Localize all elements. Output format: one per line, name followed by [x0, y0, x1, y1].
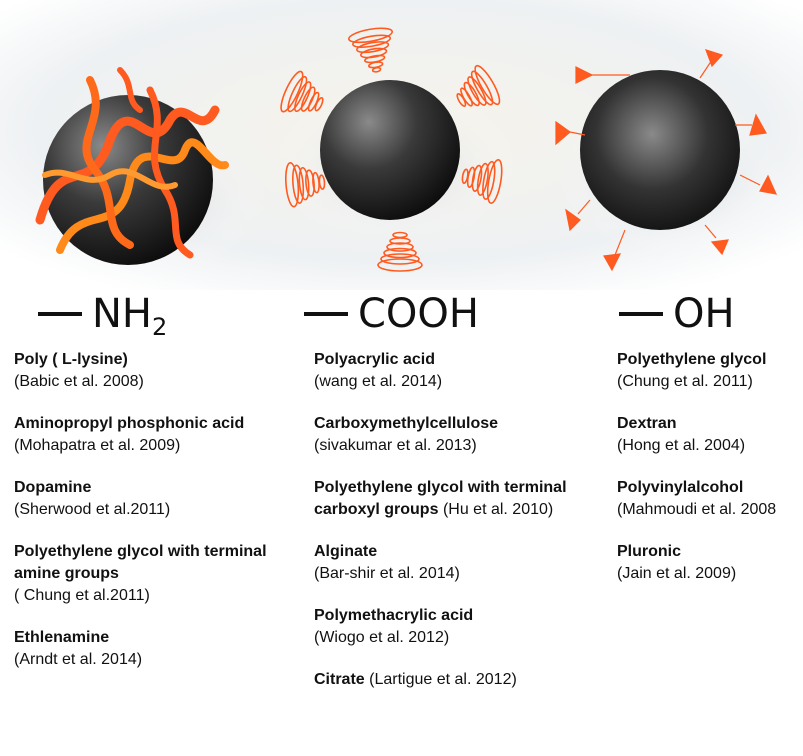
citation: (sivakumar et al. 2013)	[314, 437, 477, 454]
bond-dash	[619, 312, 663, 316]
bond-dash	[38, 312, 82, 316]
polymer-name: Citrate	[314, 671, 365, 688]
citation: (Arndt et al. 2014)	[14, 651, 143, 668]
polymer-name: Polyvinylalcohol	[617, 479, 744, 496]
polymer-name: Poly ( L-lysine)	[14, 351, 128, 368]
citation: (Wiogo et al. 2012)	[314, 629, 450, 646]
heading-main: OH	[673, 291, 735, 337]
citation: (Chung et al. 2011)	[617, 373, 753, 390]
citation: (Sherwood et al.2011)	[14, 501, 171, 518]
cooh-polymer-list: Polyacrylic acid (wang et al. 2014) Carb…	[314, 349, 594, 711]
polymer-coils	[280, 27, 503, 272]
list-item: Polymethacrylic acid (Wiogo et al. 2012)	[314, 605, 594, 649]
citation: (Lartigue et al. 2012)	[369, 671, 517, 688]
polymer-name: Aminopropyl phosphonic acid	[14, 415, 245, 432]
list-item: Citrate (Lartigue et al. 2012)	[314, 669, 594, 691]
list-item: Dextran (Hong et al. 2004)	[617, 413, 803, 457]
nh2-particle	[30, 67, 270, 270]
list-item: Polyethylene glycol with terminal carbox…	[314, 477, 594, 521]
polymer-ribbons	[35, 67, 229, 259]
citation: ( Chung et al.2011)	[14, 587, 150, 604]
heading-main: COOH	[358, 291, 479, 337]
oh-polymer-list: Polyethylene glycol (Chung et al. 2011) …	[617, 349, 803, 605]
list-item: Pluronic (Jain et al. 2009)	[617, 541, 803, 585]
list-item: Alginate (Bar-shir et al. 2014)	[314, 541, 594, 585]
polymer-name: Polyethylene glycol with terminal carbox…	[314, 479, 567, 518]
citation: (wang et al. 2014)	[314, 373, 443, 390]
list-item: Carboxymethylcellulose (sivakumar et al.…	[314, 413, 594, 457]
polymer-name: Pluronic	[617, 543, 682, 560]
list-item: Dopamine (Sherwood et al.2011)	[14, 477, 299, 521]
nh2-polymer-list: Poly ( L-lysine) (Babic et al. 2008) Ami…	[14, 349, 299, 691]
list-item: Polyethylene glycol (Chung et al. 2011)	[617, 349, 803, 393]
bond-dash	[304, 312, 348, 316]
citation: (Babic et al. 2008)	[14, 373, 144, 390]
polymer-name: Dextran	[617, 415, 677, 432]
citation: (Hong et al. 2004)	[617, 437, 746, 454]
polymer-name: Alginate	[314, 543, 378, 560]
list-item: Aminopropyl phosphonic acid (Mohapatra e…	[14, 413, 299, 457]
list-item: Poly ( L-lysine) (Babic et al. 2008)	[14, 349, 299, 393]
nanoparticle-illustration	[0, 0, 803, 290]
oh-particle	[555, 49, 785, 272]
heading-cooh: COOH	[304, 286, 479, 342]
heading-nh2: NH2	[38, 286, 167, 342]
cooh-particle	[270, 27, 520, 272]
polymer-name: Polyethylene glycol with terminal amine …	[14, 543, 267, 582]
list-item: Polyethylene glycol with terminal amine …	[14, 541, 299, 607]
list-item: Ethlenamine (Arndt et al. 2014)	[14, 627, 299, 671]
polymer-flags	[555, 49, 778, 272]
heading-subscript: 2	[152, 313, 168, 341]
citation: (Bar-shir et al. 2014)	[314, 565, 460, 582]
polymer-name: Polymethacrylic acid	[314, 607, 474, 624]
list-item: Polyvinylalcohol (Mahmoudi et al. 2008	[617, 477, 803, 521]
polymer-name: Carboxymethylcellulose	[314, 415, 499, 432]
list-item: Polyacrylic acid (wang et al. 2014)	[314, 349, 594, 393]
polymer-name: Polyethylene glycol	[617, 351, 767, 368]
polymer-name: Polyacrylic acid	[314, 351, 435, 368]
heading-main: NH	[92, 291, 152, 337]
polymer-name: Ethlenamine	[14, 629, 110, 646]
citation: (Hu et al. 2010)	[442, 501, 554, 518]
polymer-name: Dopamine	[14, 479, 92, 496]
citation: (Mahmoudi et al. 2008	[617, 501, 777, 518]
citation: (Mohapatra et al. 2009)	[14, 437, 181, 454]
citation: (Jain et al. 2009)	[617, 565, 737, 582]
heading-oh: OH	[619, 286, 735, 342]
